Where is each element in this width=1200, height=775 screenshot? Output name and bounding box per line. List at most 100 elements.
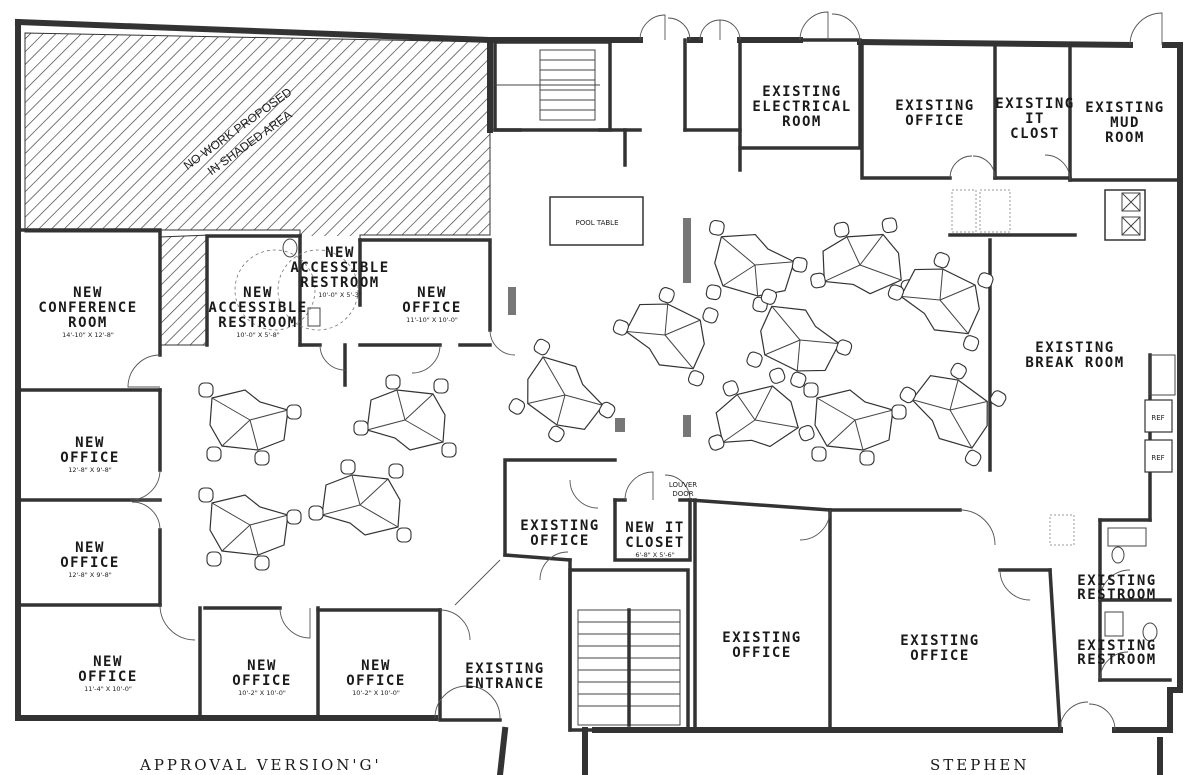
room-dimension-new-conference: 14'-10" X 12'-8" xyxy=(62,331,114,339)
chair xyxy=(810,272,826,289)
room-label-existing-mud-room: MUD xyxy=(1110,115,1140,131)
room-dimension-new-office-6: 11'-10" X 10'-0" xyxy=(406,316,458,324)
toilet xyxy=(282,238,298,258)
chair xyxy=(887,284,905,301)
workstation-clusters xyxy=(198,217,1007,571)
chair xyxy=(962,335,980,352)
workstation-cluster xyxy=(198,382,302,466)
desk-pod xyxy=(760,305,840,372)
room-label-new-office-1: OFFICE xyxy=(60,450,120,466)
room-label-new-restroom-b: NEW xyxy=(243,285,273,301)
counter xyxy=(1149,354,1176,396)
cabinet xyxy=(1104,189,1146,241)
room-label-existing-office-b: EXISTING xyxy=(900,633,979,649)
room-label-existing-break-room: BREAK ROOM xyxy=(1025,355,1124,371)
ref-label: REF xyxy=(1151,454,1164,462)
room-label-new-it-closet: CLOSET xyxy=(625,535,685,551)
room-dimension-new-office-4: 10'-2" X 10'-0" xyxy=(238,689,286,697)
partition-panel xyxy=(508,287,516,315)
room-label-existing-mud-room: ROOM xyxy=(1105,130,1145,146)
room-label-existing-office-small: OFFICE xyxy=(530,533,590,549)
chair xyxy=(533,338,551,356)
room-label-existing-entrance: ENTRANCE xyxy=(465,676,544,692)
desk-pod xyxy=(715,385,799,448)
desk-pod xyxy=(366,389,446,451)
chair xyxy=(760,288,778,305)
desk-pod xyxy=(527,356,604,430)
desk-pod xyxy=(625,303,705,370)
room-label-existing-electrical: ROOM xyxy=(782,114,822,130)
sink xyxy=(307,307,321,327)
chair xyxy=(286,509,302,525)
chair xyxy=(835,339,853,356)
room-label-new-restroom-a: NEW xyxy=(325,245,355,261)
chair xyxy=(206,446,222,462)
room-label-new-office-3: OFFICE xyxy=(78,669,138,685)
room-label-new-office-6: NEW xyxy=(417,285,447,301)
room-label-existing-restroom-1: EXISTING xyxy=(1077,573,1156,589)
sink xyxy=(1107,527,1147,547)
room-dimension-new-restroom-a: 10'-0" X 5'-3" xyxy=(318,291,362,299)
room-label-new-restroom-a: ACCESSIBLE xyxy=(290,260,389,276)
chair xyxy=(340,459,356,475)
room-label-new-office-2: NEW xyxy=(75,540,105,556)
chair xyxy=(396,527,412,543)
chair xyxy=(859,450,875,466)
chair xyxy=(612,319,630,336)
chair xyxy=(977,272,994,289)
chair xyxy=(705,284,722,301)
chair xyxy=(385,374,401,390)
chair xyxy=(388,463,404,479)
chair xyxy=(198,487,214,503)
room-label-new-office-2: OFFICE xyxy=(60,555,120,571)
chair xyxy=(964,449,982,467)
refrigerator xyxy=(1144,439,1173,473)
chair xyxy=(708,434,725,451)
desk-pod xyxy=(814,389,894,451)
chair xyxy=(308,505,324,521)
room-dimension-new-it-closet: 6'-8" X 5'-6" xyxy=(635,551,674,559)
turning-radius xyxy=(277,249,359,331)
room-label-new-conference: ROOM xyxy=(68,315,108,331)
room-label-existing-office-a: EXISTING xyxy=(722,630,801,646)
chair xyxy=(702,307,719,324)
room-label-existing-office-top: OFFICE xyxy=(905,113,965,129)
chair xyxy=(891,404,907,420)
room-label-new-office-3: NEW xyxy=(93,654,123,670)
workstation-cluster xyxy=(899,362,1007,467)
desk-pod xyxy=(900,268,980,335)
room-label-new-office-4: OFFICE xyxy=(232,673,292,689)
doors xyxy=(127,11,1163,731)
chair xyxy=(791,256,808,273)
turning-radius xyxy=(234,249,316,331)
ref-label: REF xyxy=(1151,414,1164,422)
room-label-existing-office-a: OFFICE xyxy=(732,645,792,661)
room-label-new-office-5: OFFICE xyxy=(346,673,406,689)
room-label-existing-break-room: EXISTING xyxy=(1035,340,1114,356)
workstation-cluster xyxy=(308,459,412,543)
stairs-bottom xyxy=(577,608,681,727)
workstation-cluster xyxy=(508,338,616,443)
chair xyxy=(798,425,815,442)
desk-pod xyxy=(209,389,289,451)
footer-right-text: STEPHEN xyxy=(930,756,1029,774)
room-label-existing-office-top: EXISTING xyxy=(895,98,974,114)
refrigerator xyxy=(1144,399,1173,433)
room-label-new-office-5: NEW xyxy=(361,658,391,674)
chair xyxy=(950,362,967,380)
workstation-cluster xyxy=(810,217,917,295)
room-dimension-new-office-1: 12'-8" X 9'-8" xyxy=(68,466,112,474)
chair xyxy=(989,390,1007,407)
room-label-new-restroom-b: RESTROOM xyxy=(218,315,297,331)
room-label-new-office-1: NEW xyxy=(75,435,105,451)
workstation-cluster xyxy=(803,382,907,466)
chair xyxy=(598,401,616,419)
room-label-new-conference: CONFERENCE xyxy=(38,300,137,316)
room-dimension-new-restroom-b: 10'-0" X 5'-8" xyxy=(236,331,280,339)
room-label-existing-office-b: OFFICE xyxy=(910,648,970,664)
workstation-cluster xyxy=(746,288,853,388)
chair xyxy=(206,551,222,567)
desk-pod xyxy=(714,233,795,297)
desk-pod xyxy=(321,474,401,536)
outer-walls xyxy=(14,18,1183,775)
